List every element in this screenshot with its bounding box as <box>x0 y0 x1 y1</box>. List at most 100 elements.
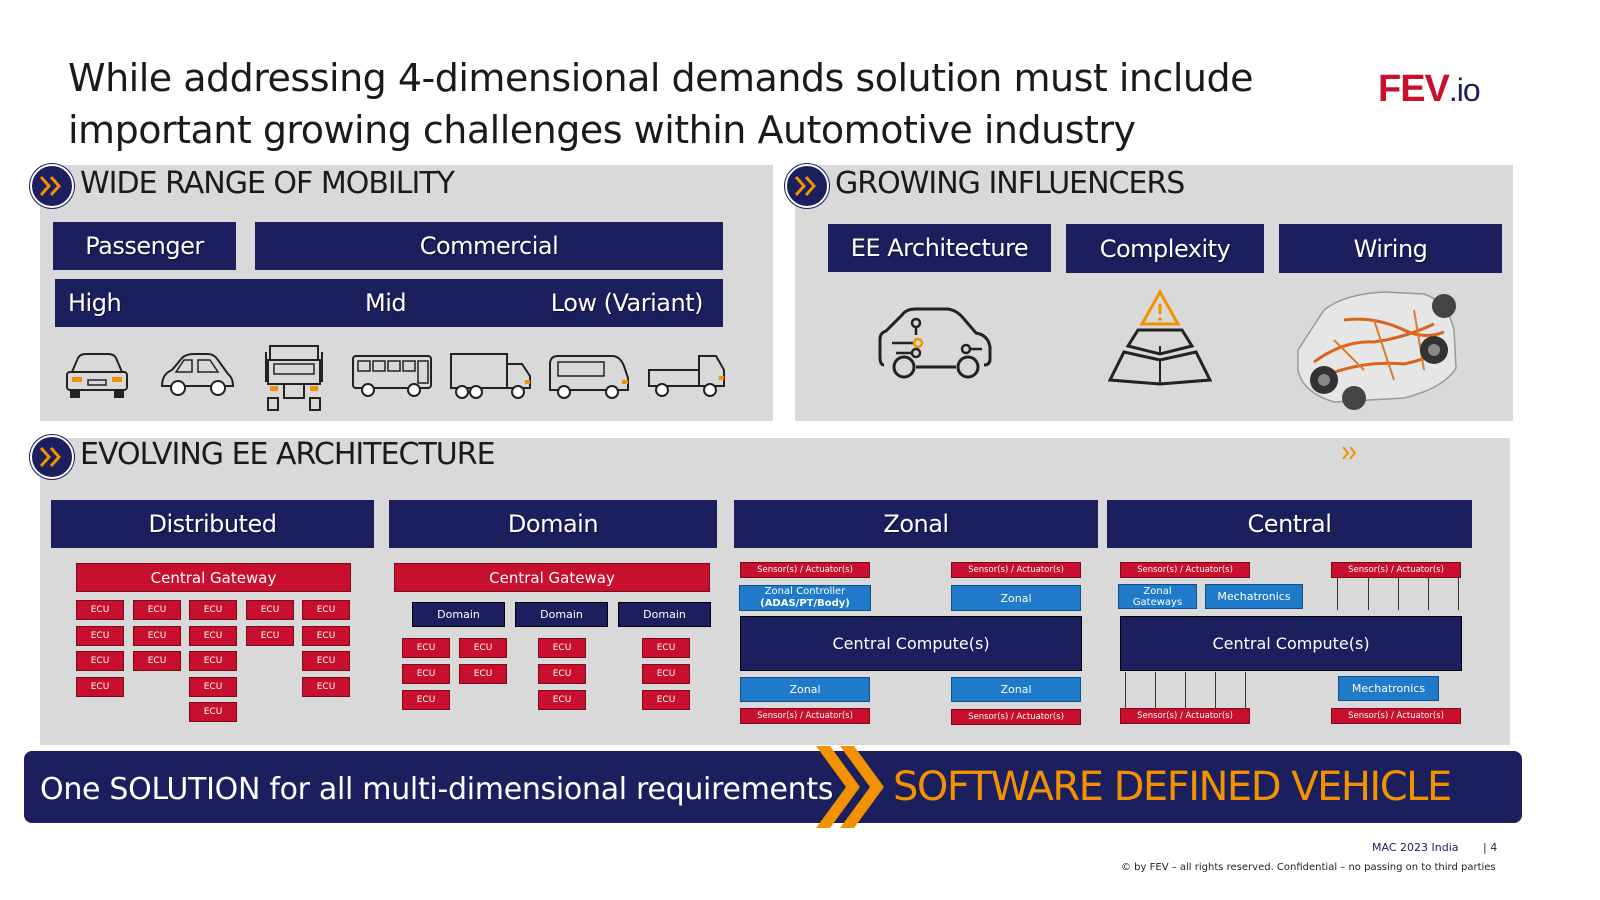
ecu-box: ECU <box>402 690 450 710</box>
ecu-box: ECU <box>189 676 237 697</box>
banner-left-text: One SOLUTION for all multi-dimensional r… <box>40 772 834 807</box>
ecu-box: ECU <box>189 625 237 646</box>
ecu-box: ECU <box>133 600 181 620</box>
sensor-actuator-box: Sensor(s) / Actuator(s) <box>740 708 870 724</box>
connected-car-icon <box>878 307 992 379</box>
ecu-box: ECU <box>459 664 507 684</box>
box-truck-icon <box>450 353 531 399</box>
sensor-actuator-box: Sensor(s) / Actuator(s) <box>951 709 1081 725</box>
segment-bar: High Mid Low (Variant) <box>55 279 723 327</box>
logo-main-text: FEV <box>1378 68 1450 110</box>
ecu-box: ECU <box>189 702 237 722</box>
connector-line <box>1185 672 1186 708</box>
tab-commercial[interactable]: Commercial <box>255 222 723 270</box>
mechatronics-box: Mechatronics <box>1338 676 1439 701</box>
ecu-box: ECU <box>642 638 690 658</box>
central-gateway: Central Gateway <box>76 563 351 592</box>
ecu-box: ECU <box>189 600 237 620</box>
domain-box: Domain <box>618 602 711 627</box>
ecu-box: ECU <box>189 651 237 671</box>
col-central[interactable]: Central <box>1107 500 1472 548</box>
ecu-box: ECU <box>302 600 350 620</box>
banner-right-text: SOFTWARE DEFINED VEHICLE <box>893 764 1452 810</box>
connector-line <box>1155 672 1156 708</box>
connector-line <box>1245 672 1246 708</box>
sensor-actuator-box: Sensor(s) / Actuator(s) <box>1120 708 1250 724</box>
segment-low: Low (Variant) <box>550 289 704 317</box>
double-chevron-icon <box>816 746 884 828</box>
ecu-box: ECU <box>302 676 350 697</box>
chevron-right-icon <box>30 435 74 479</box>
wiring-harness-vehicle-icon <box>1297 291 1457 410</box>
zonal-controller-domains: (ADAS/PT/Body) <box>760 598 850 609</box>
ecu-box: ECU <box>459 638 507 658</box>
ecu-box: ECU <box>538 690 586 710</box>
sedan-icon <box>66 353 128 398</box>
sensor-actuator-box: Sensor(s) / Actuator(s) <box>1120 562 1250 578</box>
ecu-box: ECU <box>302 625 350 646</box>
tab-passenger[interactable]: Passenger <box>53 222 236 270</box>
connector-line <box>1125 672 1126 708</box>
central-compute-box: Central Compute(s) <box>1120 616 1462 671</box>
page-title-line2: important growing challenges within Auto… <box>68 108 1136 152</box>
ecu-box: ECU <box>76 625 124 646</box>
zonal-box: Zonal <box>740 677 870 702</box>
zonal-controller-box: Zonal Controller (ADAS/PT/Body) <box>739 585 871 611</box>
page-title-line1: While addressing 4-dimensional demands s… <box>68 56 1254 100</box>
ecu-box: ECU <box>642 664 690 684</box>
segment-high: High <box>68 289 122 317</box>
connector-line <box>1428 578 1429 610</box>
tab-ee-architecture[interactable]: EE Architecture <box>828 224 1051 272</box>
ecu-box: ECU <box>76 676 124 697</box>
ecu-box: ECU <box>133 651 181 671</box>
central-gateway: Central Gateway <box>394 563 710 592</box>
pickup-truck-icon <box>648 355 725 397</box>
logo-suffix-text: .io <box>1448 72 1481 108</box>
zonal-box: Zonal <box>951 677 1081 702</box>
semi-truck-icon <box>265 345 323 411</box>
sensor-actuator-box: Sensor(s) / Actuator(s) <box>951 562 1081 578</box>
double-chevron-icon <box>1342 446 1357 460</box>
van-icon <box>549 355 629 399</box>
col-domain[interactable]: Domain <box>389 500 717 548</box>
domain-box: Domain <box>412 602 505 627</box>
fev-logo: FEV.io <box>1378 68 1481 111</box>
footer-event: MAC 2023 India <box>1372 841 1459 854</box>
page-title: While addressing 4-dimensional demands s… <box>68 52 1328 156</box>
ecu-box: ECU <box>402 664 450 684</box>
ecu-box: ECU <box>133 625 181 646</box>
connector-line <box>1215 672 1216 708</box>
col-zonal[interactable]: Zonal <box>734 500 1098 548</box>
bus-icon <box>352 355 432 397</box>
zonal-box: Zonal <box>951 585 1081 611</box>
col-distributed[interactable]: Distributed <box>51 500 374 548</box>
chevron-right-icon <box>30 164 74 208</box>
footer-copyright: © by FEV – all rights reserved. Confiden… <box>1121 862 1496 873</box>
zonal-gateways-box: Zonal Gateways <box>1118 584 1197 609</box>
ecu-box: ECU <box>76 600 124 620</box>
central-compute-box: Central Compute(s) <box>740 616 1082 671</box>
ecu-box: ECU <box>538 638 586 658</box>
ecu-box: ECU <box>538 664 586 684</box>
connector-line <box>1368 578 1369 610</box>
ecu-box: ECU <box>402 638 450 658</box>
segment-mid: Mid <box>365 289 407 317</box>
sensor-actuator-box: Sensor(s) / Actuator(s) <box>1331 562 1461 578</box>
connector-line <box>1458 578 1459 610</box>
sdv-banner <box>24 751 1522 823</box>
connector-line <box>1398 578 1399 610</box>
footer-page-number: | 4 <box>1483 841 1498 854</box>
tab-wiring[interactable]: Wiring <box>1279 224 1502 273</box>
ecu-box: ECU <box>76 651 124 671</box>
mechatronics-box: Mechatronics <box>1205 584 1303 609</box>
connector-line <box>1337 578 1338 610</box>
compact-car-icon <box>160 353 235 396</box>
ecu-box: ECU <box>642 690 690 710</box>
ecu-box: ECU <box>246 625 294 646</box>
ecu-box: ECU <box>246 600 294 620</box>
sensor-actuator-box: Sensor(s) / Actuator(s) <box>740 562 870 578</box>
tab-complexity[interactable]: Complexity <box>1066 224 1264 273</box>
chevron-right-icon <box>785 164 829 208</box>
evolving-title: EVOLVING EE ARCHITECTURE <box>80 437 496 472</box>
mobility-title: WIDE RANGE OF MOBILITY <box>80 166 455 201</box>
